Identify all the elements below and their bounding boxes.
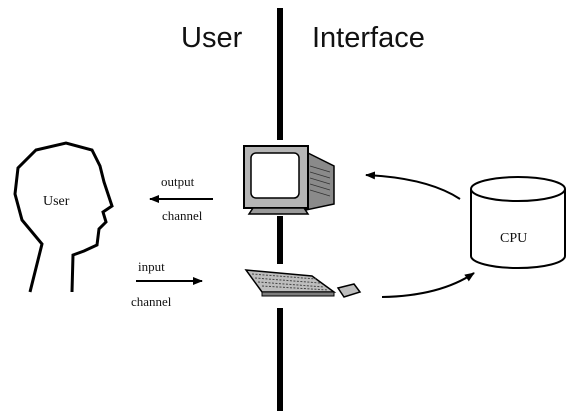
crt-monitor-icon [243, 145, 335, 215]
cpu-to-monitor-arrow [365, 171, 461, 200]
human-head-profile-icon [13, 141, 114, 293]
keyboard-to-cpu-arrow [381, 272, 475, 298]
user-node-label: User [43, 194, 70, 209]
user-side-heading: User [181, 22, 243, 54]
input-channel-label-line2: channel [131, 294, 172, 309]
output-channel-label-line2: channel [162, 208, 203, 223]
input-channel-label-line1: input [138, 259, 165, 274]
keyboard-icon [244, 269, 337, 297]
interface-side-heading: Interface [312, 22, 425, 54]
mouse-icon [336, 283, 362, 298]
output-channel-label-line1: output [161, 174, 195, 189]
cpu-node-label: CPU [500, 231, 528, 246]
cylinder-cpu-icon [470, 176, 566, 269]
